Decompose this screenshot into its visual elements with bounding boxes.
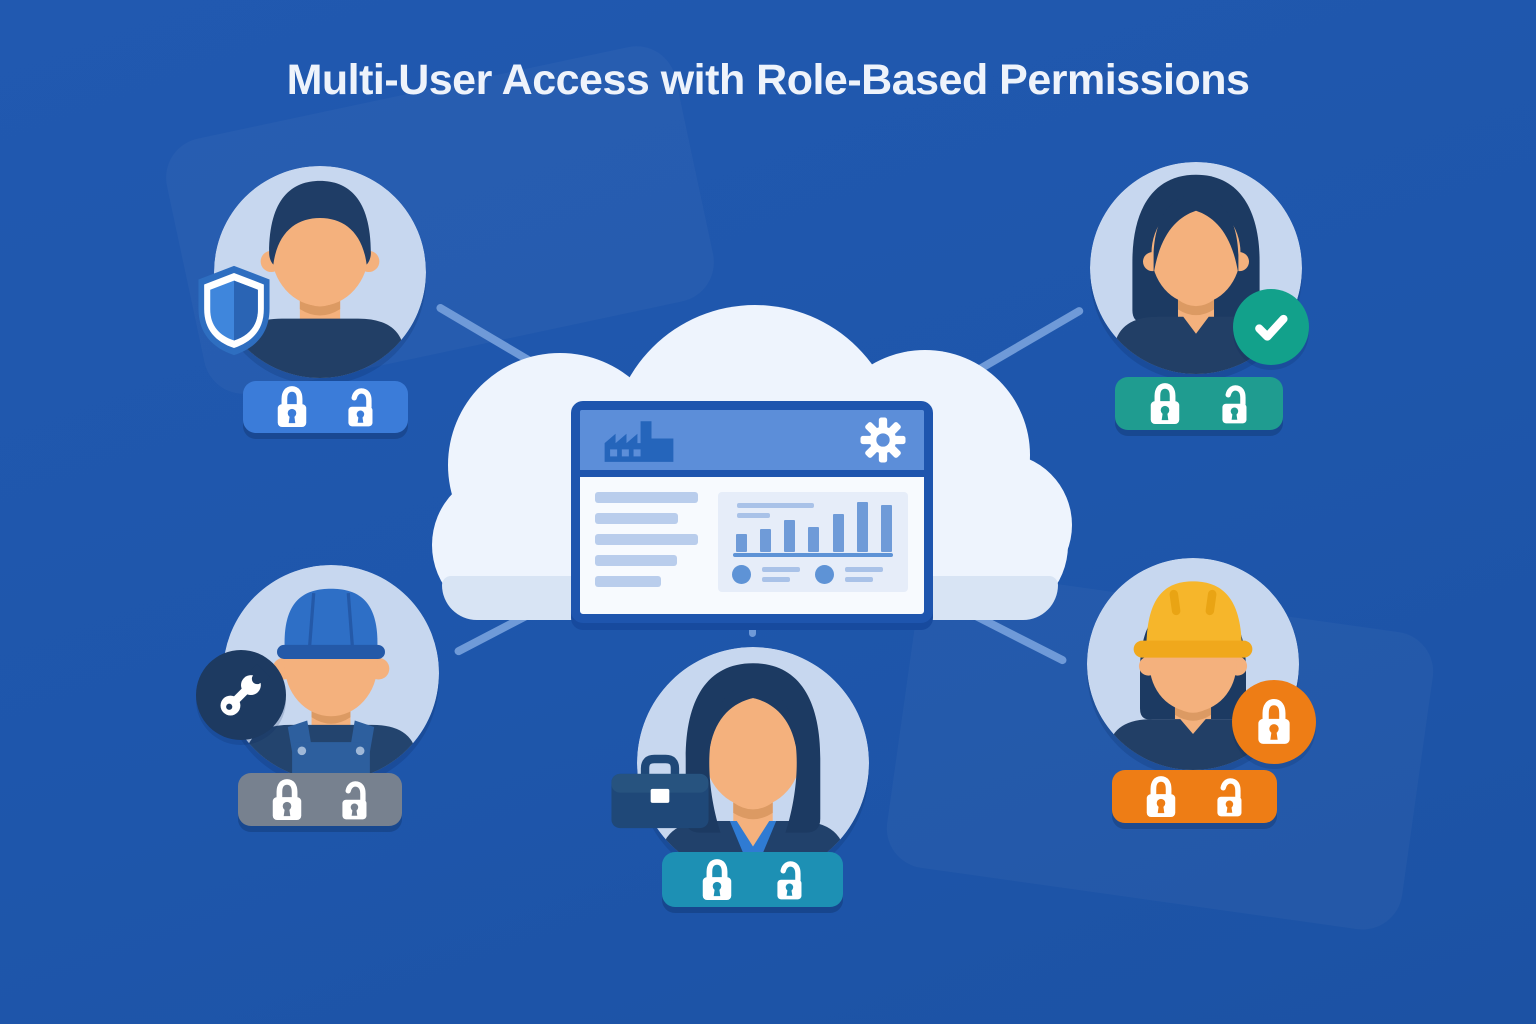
user-group-bottom-left [223,565,439,781]
permissions-badge-bottom-right [1112,770,1277,823]
connector-bottom-center [749,620,756,637]
lock-closed-icon [1147,775,1176,817]
permissions-badge-top-right [1115,377,1283,430]
lock-closed-icon [272,778,302,820]
mini-chart-bar [784,520,796,552]
briefcase-icon [604,740,716,834]
mini-chart-bar [856,502,868,552]
cloud-dashboard-window [571,401,933,623]
dashboard-text-lines [595,492,698,597]
legend-line [845,577,873,582]
mini-chart-bar [760,529,772,552]
dashboard-text-line [595,513,678,524]
permissions-badge-top-left [243,381,408,433]
checkmark-badge-icon [1233,289,1309,365]
lock-open-icon [348,388,373,427]
permissions-badge-bottom-center [662,852,843,907]
lock-closed-icon [278,386,307,427]
lock-closed-icon [702,858,731,900]
permissions-badge-bottom-left [238,773,402,826]
mini-chart-title-line [737,513,770,518]
mini-chart-panel [718,492,908,592]
lock-open-icon [342,780,367,819]
shield-icon [193,262,275,359]
dashboard-text-line [595,576,661,587]
dashboard-text-line [595,492,698,503]
gear-icon [860,417,906,463]
dashboard-text-line [595,555,677,566]
mini-chart-bar [832,514,844,552]
lock-open-icon [1222,384,1247,423]
legend-dot [815,565,834,584]
legend-line [762,577,790,582]
wrench-icon [220,664,271,716]
dashboard-text-line [595,534,698,545]
factory-icon [604,421,674,462]
lock-icon [1258,699,1290,744]
dashboard-header [580,410,924,477]
page-title: Multi-User Access with Role-Based Permis… [286,56,1250,104]
mini-chart-baseline [733,553,893,557]
user-group-bottom-right [1087,558,1299,770]
legend-line [762,567,800,572]
legend-dot [732,565,751,584]
padlock-badge-icon [1232,680,1316,764]
lock-open-icon [1217,777,1242,816]
wrench-badge [196,650,286,740]
lock-open-icon [777,860,802,899]
mini-chart-title-line [737,503,814,508]
mini-chart-bar [736,534,747,552]
mini-chart-bars [736,502,892,552]
lock-closed-icon [1151,382,1180,424]
mini-chart-bar [808,527,820,552]
legend-line [845,567,883,572]
dashboard-body [580,477,924,614]
avatar-man-cap-overalls [223,565,439,781]
mini-chart-bar [880,505,892,552]
avatar-woman-hard-hat [1087,558,1299,770]
checkmark-icon [1255,314,1288,341]
